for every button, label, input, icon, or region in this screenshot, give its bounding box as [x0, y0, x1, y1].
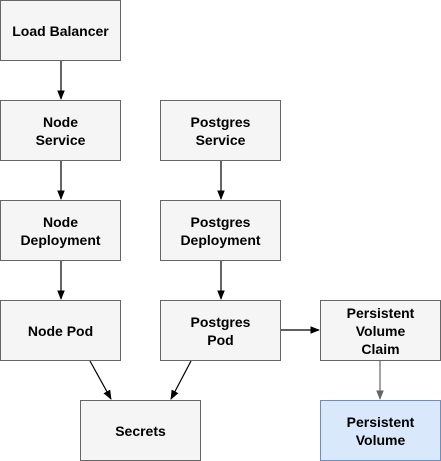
node-postgres-service: Postgres Service — [160, 100, 281, 161]
node-persistent-volume-claim: Persistent Volume Claim — [320, 300, 441, 361]
node-persistent-volume: Persistent Volume — [320, 400, 441, 461]
node-postgres-deployment: Postgres Deployment — [160, 200, 281, 261]
edge-node-pod-to-secrets — [89, 360, 112, 400]
node-node-deployment: Node Deployment — [0, 200, 121, 261]
node-node-service: Node Service — [0, 100, 121, 161]
node-load-balancer: Load Balancer — [0, 0, 121, 61]
node-node-pod: Node Pod — [0, 300, 121, 361]
node-postgres-pod: Postgres Pod — [160, 300, 281, 361]
node-secrets: Secrets — [80, 400, 201, 461]
edge-postgres-pod-to-secrets — [170, 360, 192, 400]
